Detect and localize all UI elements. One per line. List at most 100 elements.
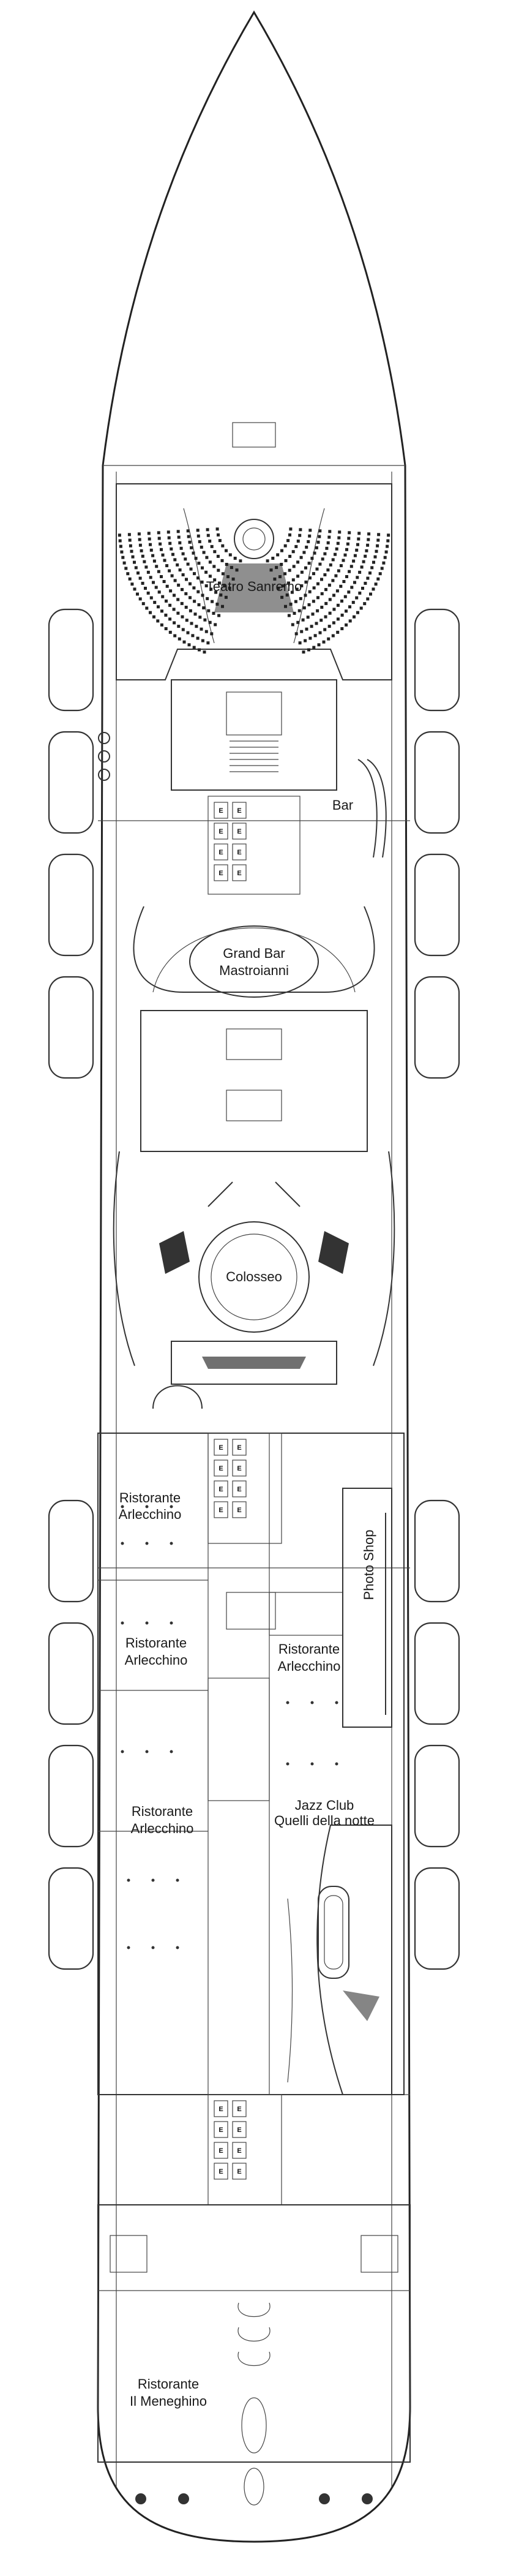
- theatre-seat: [206, 641, 210, 645]
- theatre-seat: [181, 588, 184, 592]
- label-ristorante-1b: Arlecchino: [119, 1507, 182, 1522]
- theatre-seat: [118, 539, 122, 543]
- theatre-seat: [337, 569, 340, 573]
- theatre-seat: [141, 554, 144, 558]
- theatre-seat: [283, 572, 287, 576]
- theatre-seat: [349, 565, 353, 568]
- theatre-seat: [380, 567, 384, 570]
- theatre-seat: [138, 538, 141, 541]
- theatre-seat: [308, 576, 312, 580]
- label-ristorante-2b: Arlecchino: [125, 1652, 188, 1668]
- theatre-seat: [320, 578, 323, 581]
- theatre-seat: [376, 544, 379, 548]
- theatre-seat: [120, 550, 124, 554]
- theatre-seat: [306, 616, 310, 619]
- theatre-seat: [364, 554, 367, 558]
- elevator-label: E: [237, 2147, 241, 2155]
- theatre-seat: [343, 595, 347, 598]
- theatre-seat: [298, 641, 302, 645]
- theatre-seat: [202, 551, 206, 554]
- theatre-seat: [327, 637, 331, 641]
- theatre-seat: [350, 586, 354, 589]
- theatre-seat: [152, 559, 156, 563]
- theatre-seat: [334, 574, 338, 578]
- theatre-seat: [159, 542, 162, 546]
- theatre-seat: [149, 576, 152, 579]
- dining-table-dots: [121, 1505, 338, 1949]
- theatre-seat: [211, 600, 214, 603]
- theatre-seat: [141, 602, 145, 606]
- lifeboats-starboard: [414, 608, 460, 1970]
- teatro-sanremo-area: [116, 483, 392, 680]
- theatre-seat: [187, 535, 190, 538]
- theatre-seat: [164, 627, 168, 630]
- elevator-cabin: [214, 2163, 228, 2180]
- theatre-seat: [184, 606, 188, 609]
- label-meneghino-2: Il Meneghino: [130, 2393, 207, 2409]
- theatre-seat: [305, 627, 308, 631]
- theatre-seat: [193, 600, 196, 603]
- theatre-seat: [138, 576, 142, 580]
- theatre-seat: [129, 544, 132, 548]
- theatre-seat: [124, 567, 128, 570]
- theatre-seat: [377, 533, 381, 537]
- theatre-seat: [386, 544, 389, 548]
- theatre-seat: [378, 572, 382, 576]
- theatre-seat: [141, 581, 144, 585]
- elevator-cabin: [214, 864, 228, 881]
- elevator-label: E: [219, 1507, 223, 1514]
- label-colosseo: Colosseo: [226, 1269, 282, 1284]
- theatre-seat: [336, 541, 340, 545]
- theatre-seat: [291, 578, 295, 582]
- theatre-seat: [340, 613, 344, 617]
- theatre-seat: [198, 616, 202, 619]
- theatre-seat: [308, 529, 312, 532]
- theatre-seat: [144, 587, 147, 590]
- theatre-seat: [208, 620, 212, 624]
- theatre-seat: [176, 563, 179, 567]
- theatre-seat: [188, 540, 192, 544]
- theatre-seat: [357, 532, 361, 535]
- theatre-seat: [315, 567, 319, 571]
- theatre-seat: [225, 563, 228, 566]
- theatre-seat: [304, 566, 307, 570]
- theatre-seat: [168, 617, 172, 621]
- theatre-seat: [336, 603, 340, 607]
- label-grand-bar-1: Grand Bar: [223, 946, 285, 961]
- theatre-seat: [200, 580, 204, 584]
- theatre-seat: [161, 553, 165, 557]
- theatre-seat: [342, 580, 346, 583]
- theatre-seat: [210, 544, 214, 548]
- theatre-seat: [177, 583, 181, 587]
- theatre-seat: [299, 555, 303, 559]
- theatre-seat: [176, 530, 180, 533]
- theatre-seat: [208, 540, 212, 543]
- theatre-seat: [322, 640, 326, 644]
- theatre-seat: [356, 543, 359, 546]
- label-ristorante-1a: Ristorante: [119, 1490, 181, 1505]
- theatre-seat: [312, 646, 316, 649]
- theatre-seat: [187, 643, 191, 647]
- theatre-seat: [162, 580, 166, 583]
- theatre-seat: [318, 529, 322, 533]
- theatre-seat: [128, 577, 132, 581]
- theatre-seat: [146, 591, 150, 595]
- lifeboat: [48, 853, 94, 957]
- theatre-seat: [196, 590, 200, 593]
- theatre-seat: [189, 582, 192, 586]
- elevator-label: E: [237, 849, 241, 856]
- elevator-cabin: [232, 2100, 247, 2117]
- theatre-seat: [296, 540, 300, 543]
- theatre-seat: [213, 550, 217, 554]
- theatre-seat: [328, 530, 332, 533]
- theatre-seat: [358, 591, 362, 595]
- theatre-seat: [177, 637, 181, 641]
- theatre-seat: [295, 587, 299, 591]
- theatre-seat: [160, 609, 163, 613]
- theatre-seat: [126, 572, 130, 576]
- theatre-seat: [326, 568, 330, 572]
- theatre-seat: [316, 540, 320, 544]
- theatre-seat: [347, 537, 351, 540]
- theatre-seat: [184, 592, 188, 595]
- theatre-seat: [145, 606, 149, 610]
